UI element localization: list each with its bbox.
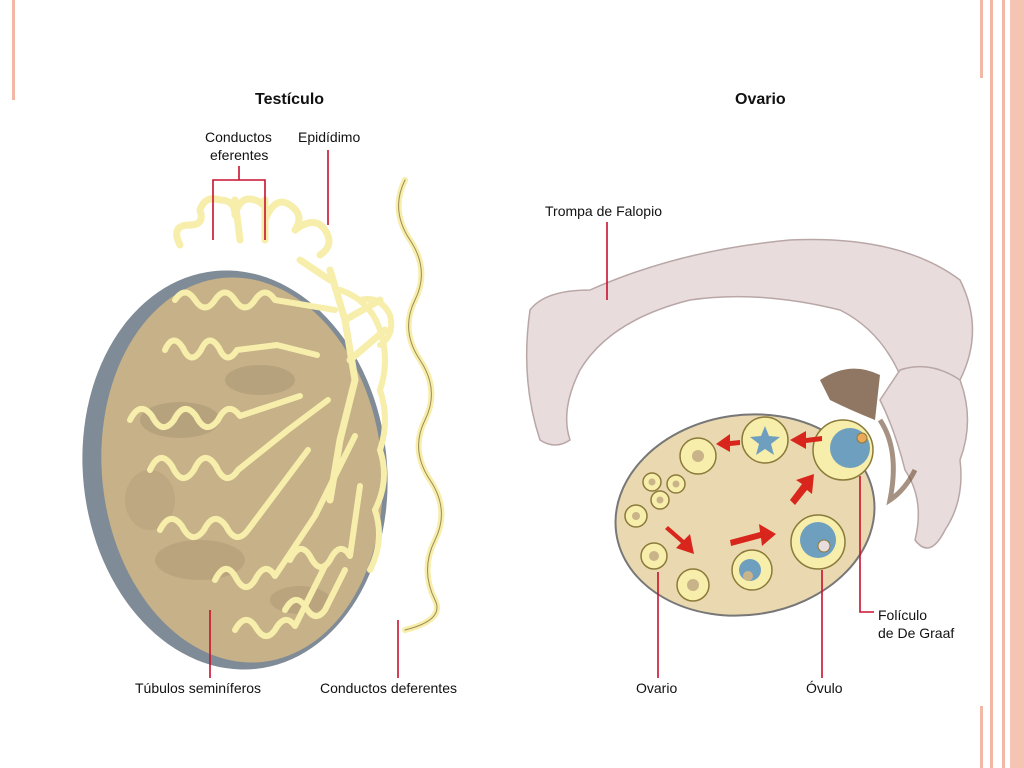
testicle-illustration (82, 177, 445, 670)
label-seminiferous-tubules: Túbulos seminíferos (135, 680, 261, 696)
label-ovary: Ovario (636, 680, 677, 696)
label-efferent-ducts-line1: Conductos (205, 129, 272, 145)
label-graafian-follicle-line1: Folículo (878, 607, 927, 623)
ovary-illustration (525, 238, 974, 617)
frame-line-right-2 (990, 0, 993, 768)
label-ovum: Óvulo (806, 680, 843, 696)
frame-line-left-top (12, 0, 15, 100)
frame-line-right-1 (980, 0, 983, 78)
ovary-title: Ovario (735, 91, 786, 108)
label-vas-deferens: Conductos deferentes (320, 680, 457, 696)
label-epididymis: Epidídimo (298, 129, 360, 145)
testicle-title: Testículo (255, 91, 324, 108)
label-efferent-ducts-line2: eferentes (210, 147, 268, 163)
frame-line-right-3 (1002, 0, 1005, 768)
maturation-arrows (665, 431, 822, 554)
frame-line-right-bottom (980, 706, 983, 768)
follicles (624, 416, 874, 602)
testicle-leader-lines (209, 150, 399, 678)
label-fallopian-tube: Trompa de Falopio (545, 203, 662, 219)
label-graafian-follicle-line2: de De Graaf (878, 625, 954, 641)
ovary-leader-lines (606, 222, 874, 678)
frame-line-right-4 (1010, 0, 1024, 768)
